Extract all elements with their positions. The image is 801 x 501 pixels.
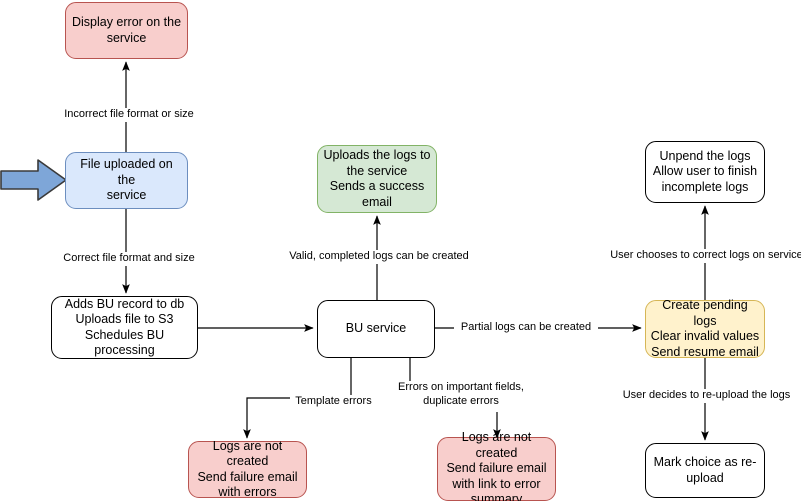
node-bu-service[interactable]: BU service bbox=[317, 300, 435, 358]
node-unpend-logs[interactable]: Unpend the logs Allow user to finish inc… bbox=[645, 141, 765, 203]
edge-label-correct-on-service: User chooses to correct logs on service bbox=[608, 249, 801, 263]
edge-label-partial-logs: Partial logs can be created bbox=[454, 321, 598, 335]
edge-label-important-field-errors: Errors on important fields, duplicate er… bbox=[392, 381, 530, 408]
node-file-uploaded[interactable]: File uploaded on the service bbox=[65, 152, 188, 209]
edge-label-template-errors: Template errors bbox=[290, 395, 377, 409]
edge-label-incorrect-file: Incorrect file format or size bbox=[57, 108, 201, 122]
node-adds-bu-record[interactable]: Adds BU record to db Uploads file to S3 … bbox=[51, 296, 198, 359]
node-display-error[interactable]: Display error on the service bbox=[65, 2, 188, 59]
node-logs-not-created-link[interactable]: Logs are not created Send failure email … bbox=[437, 430, 556, 501]
entry-arrow-icon bbox=[0, 159, 67, 201]
node-uploads-logs[interactable]: Uploads the logs to the service Sends a … bbox=[317, 145, 437, 213]
edge-label-correct-file: Correct file format and size bbox=[57, 252, 201, 266]
node-create-pending-logs[interactable]: Create pending logs Clear invalid values… bbox=[645, 298, 765, 359]
edge-label-user-reupload: User decides to re-upload the logs bbox=[617, 389, 796, 403]
node-mark-reupload[interactable]: Mark choice as re- upload bbox=[645, 443, 765, 498]
node-logs-not-created-errors[interactable]: Logs are not created Send failure email … bbox=[188, 439, 307, 499]
edge-label-valid-logs: Valid, completed logs can be created bbox=[281, 250, 477, 264]
